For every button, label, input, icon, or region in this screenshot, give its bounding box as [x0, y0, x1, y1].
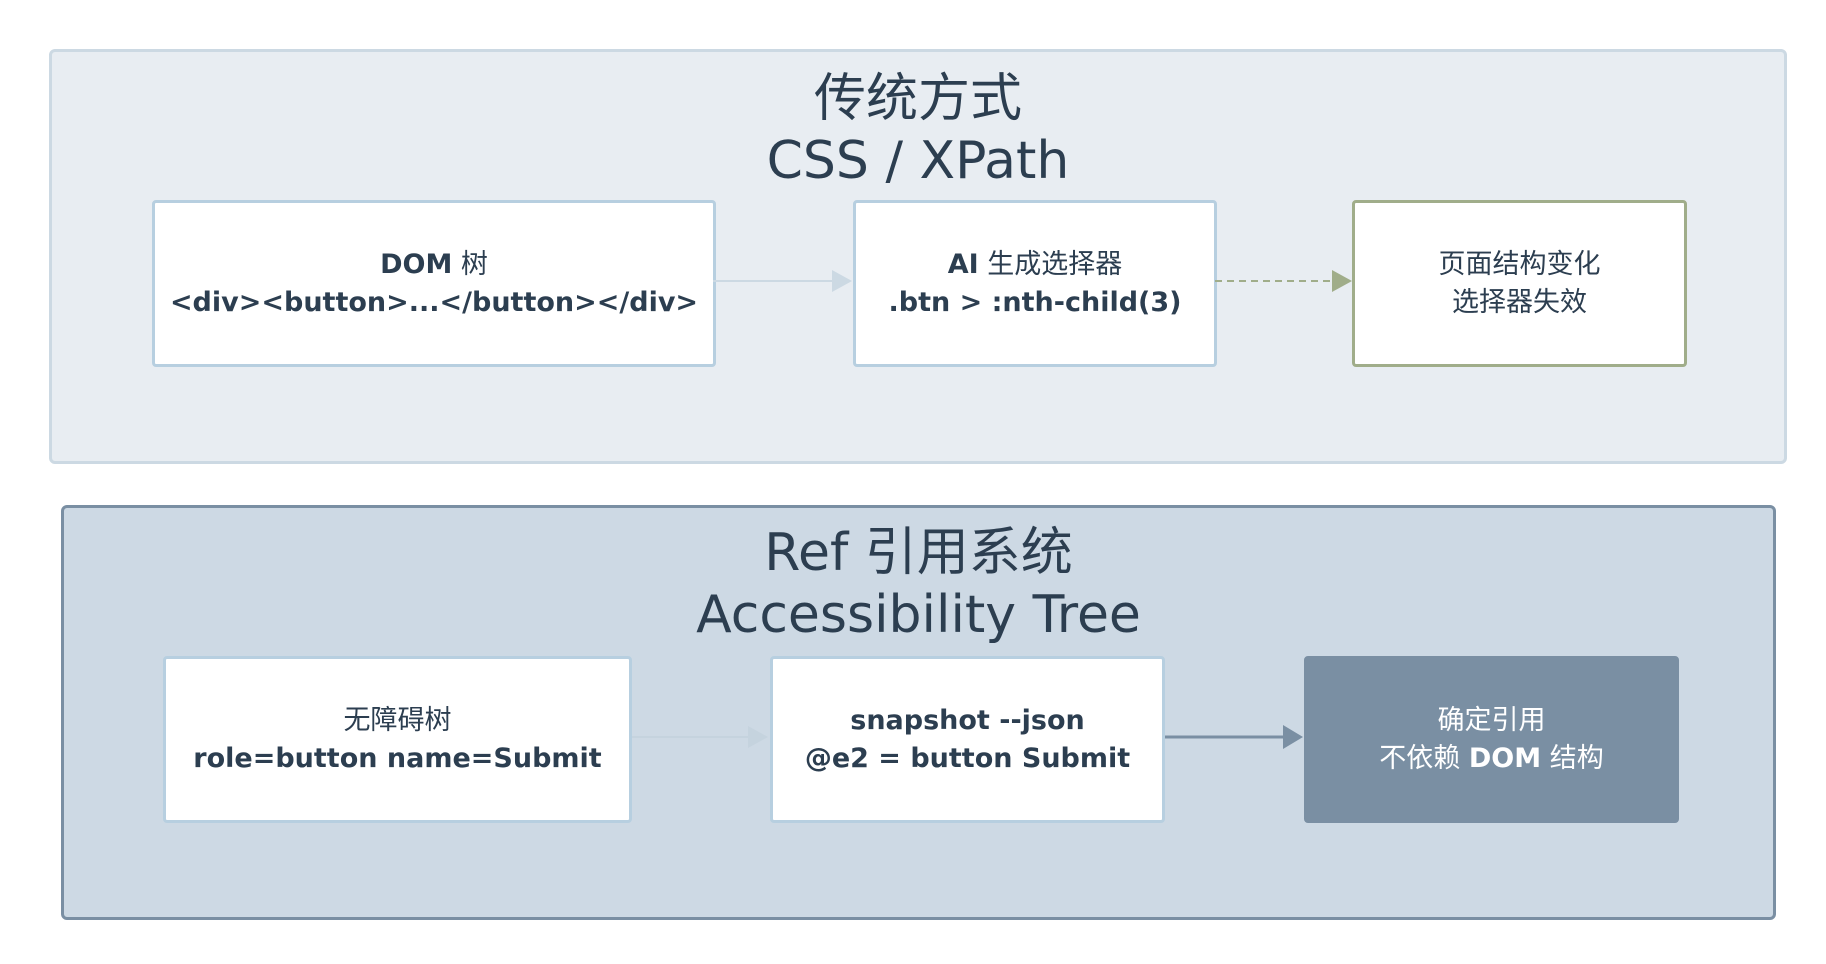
accessibility-tree-box: 无障碍树 role=button name=Submit: [163, 656, 632, 823]
selector-failure-box: 页面结构变化 选择器失效: [1352, 200, 1687, 367]
dom-tree-html-snippet: <div><button>...</button></div>: [169, 286, 699, 318]
dom-tree-box: DOM 树 <div><button>...</button></div>: [152, 200, 716, 367]
dom-independent-label: 不依赖 DOM 结构: [1379, 742, 1604, 774]
css-selector-example: .btn > :nth-child(3): [888, 286, 1182, 318]
accessibility-tree-label: 无障碍树: [343, 704, 452, 736]
ref-system-panel: Ref 引用系统 Accessibility Tree 无障碍树 role=bu…: [61, 505, 1776, 920]
ai-selector-box: AI 生成选择器 .btn > :nth-child(3): [853, 200, 1217, 367]
ref-system-title: Ref 引用系统: [764, 523, 1073, 583]
traditional-panel: 传统方式 CSS / XPath DOM 树 <div><button>...<…: [49, 49, 1787, 464]
traditional-title: 传统方式: [813, 69, 1022, 129]
ref-system-subtitle: Accessibility Tree: [696, 585, 1141, 645]
role-name-example: role=button name=Submit: [193, 742, 602, 774]
dom-tree-label: DOM 树: [380, 248, 488, 280]
ref-mapping-example: @e2 = button Submit: [804, 742, 1131, 774]
arrow-dom-to-ai: [713, 270, 852, 292]
arrow-snapshot-to-ref: [1165, 725, 1303, 749]
deterministic-ref-box: 确定引用 不依赖 DOM 结构: [1304, 656, 1679, 823]
arrow-ai-to-failure: [1215, 270, 1352, 292]
snapshot-command: snapshot --json: [850, 704, 1085, 736]
page-structure-change-label: 页面结构变化: [1438, 248, 1601, 280]
deterministic-ref-label: 确定引用: [1437, 704, 1546, 736]
traditional-subtitle: CSS / XPath: [766, 131, 1070, 191]
selector-invalid-label: 选择器失效: [1452, 286, 1587, 318]
ai-selector-label: AI 生成选择器: [947, 248, 1123, 280]
snapshot-json-box: snapshot --json @e2 = button Submit: [770, 656, 1165, 823]
arrow-a11y-to-snapshot: [632, 726, 768, 748]
